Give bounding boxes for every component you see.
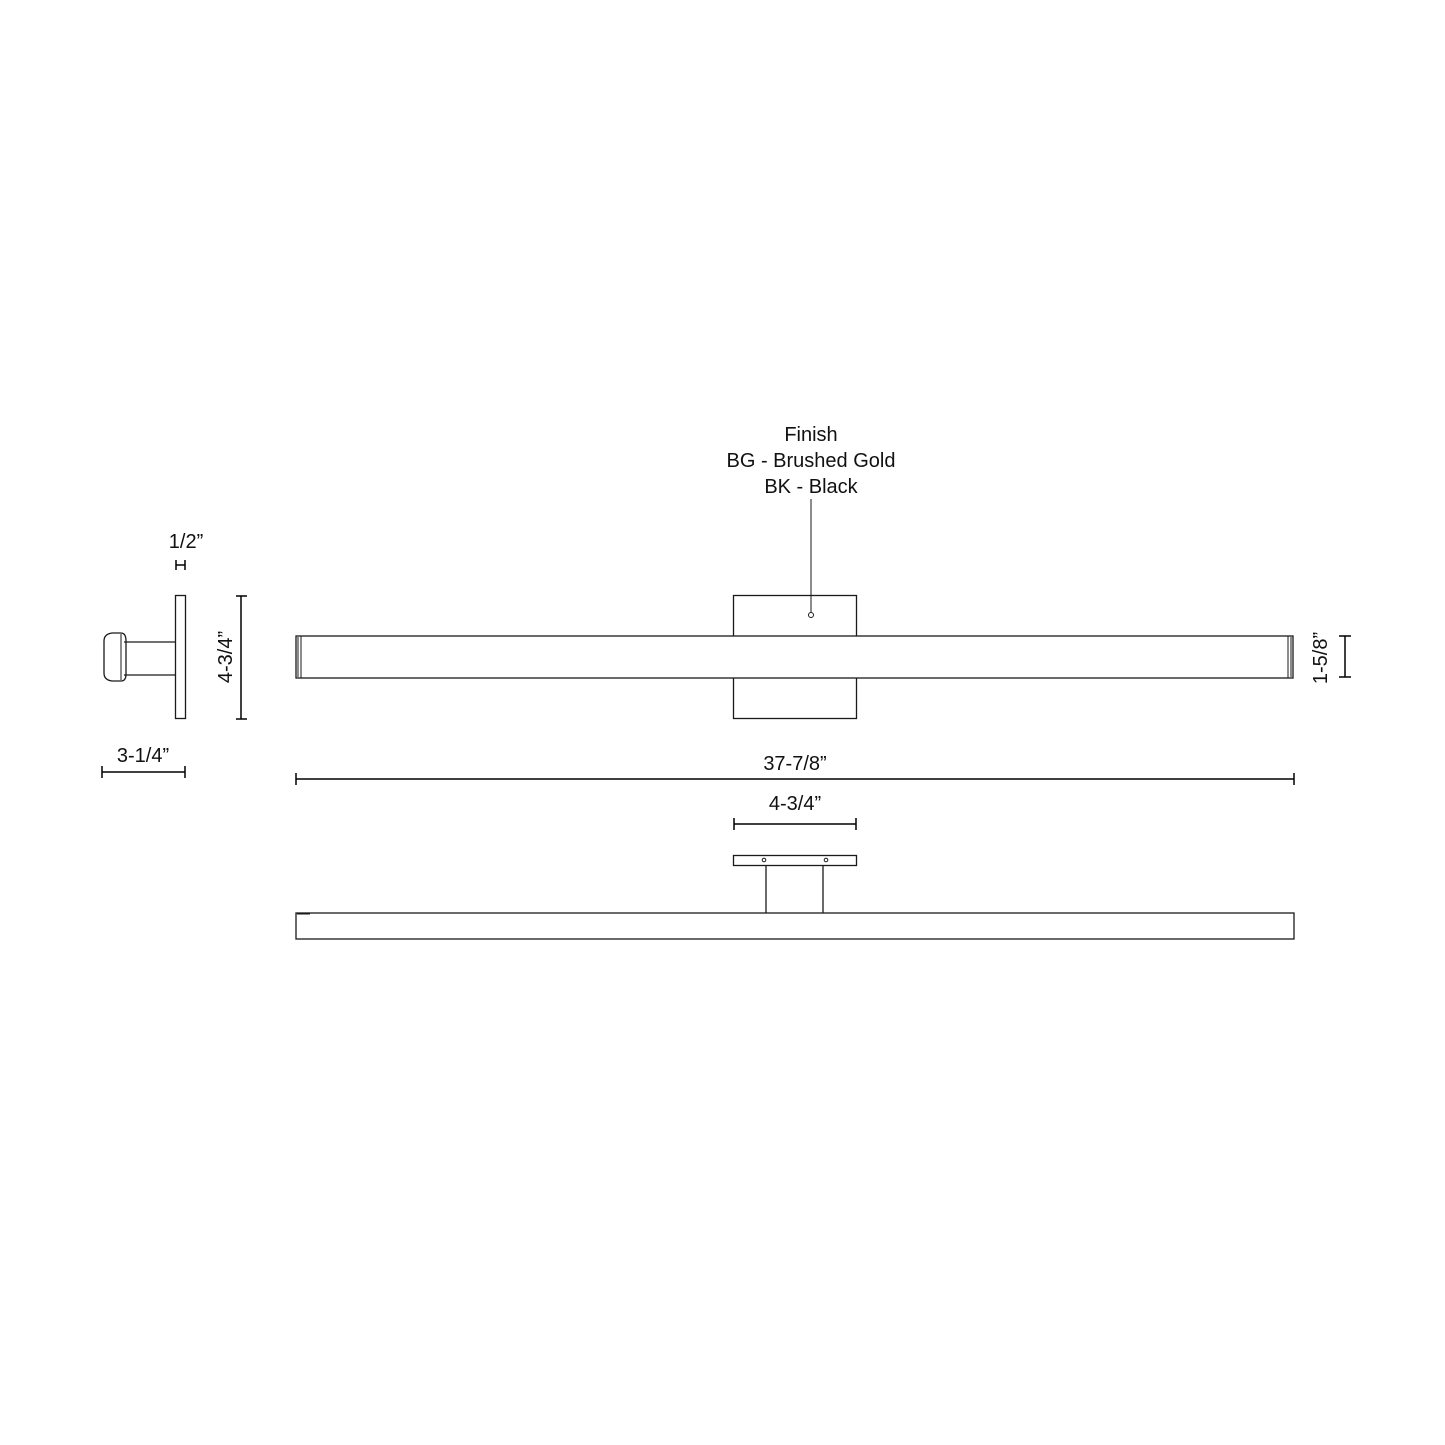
backplate-screw (808, 612, 814, 618)
top-plate-hole-left (761, 857, 767, 863)
top-view: 4-3/4” (295, 793, 1295, 940)
finish-callout: Finish BG - Brushed Gold BK - Black (727, 424, 896, 612)
dim-overall-width-label: 37-7/8” (763, 753, 826, 775)
side-wall-plate (174, 594, 187, 720)
side-view: 1/2” 4-3/4” 3-1/4” (101, 531, 247, 778)
dim-arm-depth-label: 1/2” (169, 531, 203, 553)
dim-bar-height: 1-5/8” (1310, 632, 1351, 684)
dim-canopy-width-label: 4-3/4” (769, 793, 821, 815)
finish-option-bk: BK - Black (764, 476, 858, 498)
dim-side-height-label: 4-3/4” (215, 631, 237, 683)
dim-canopy-width: 4-3/4” (733, 793, 857, 830)
dim-side-projection-label: 3-1/4” (117, 745, 169, 767)
dim-side-height: 4-3/4” (215, 595, 247, 720)
top-light-bar (295, 912, 1295, 940)
top-wall-plate (732, 854, 858, 867)
front-light-bar (295, 635, 1294, 679)
finish-option-bg: BG - Brushed Gold (727, 450, 896, 472)
side-lamp-head (103, 632, 127, 682)
front-view: Finish BG - Brushed Gold BK - Black 1-5/… (295, 424, 1351, 785)
dim-bar-height-label: 1-5/8” (1310, 632, 1332, 684)
dim-side-projection: 3-1/4” (101, 745, 186, 778)
finish-heading: Finish (784, 424, 837, 446)
top-plate-hole-right (823, 857, 829, 863)
dim-arm-depth: 1/2” (169, 531, 203, 570)
dim-overall-width: 37-7/8” (295, 753, 1295, 785)
